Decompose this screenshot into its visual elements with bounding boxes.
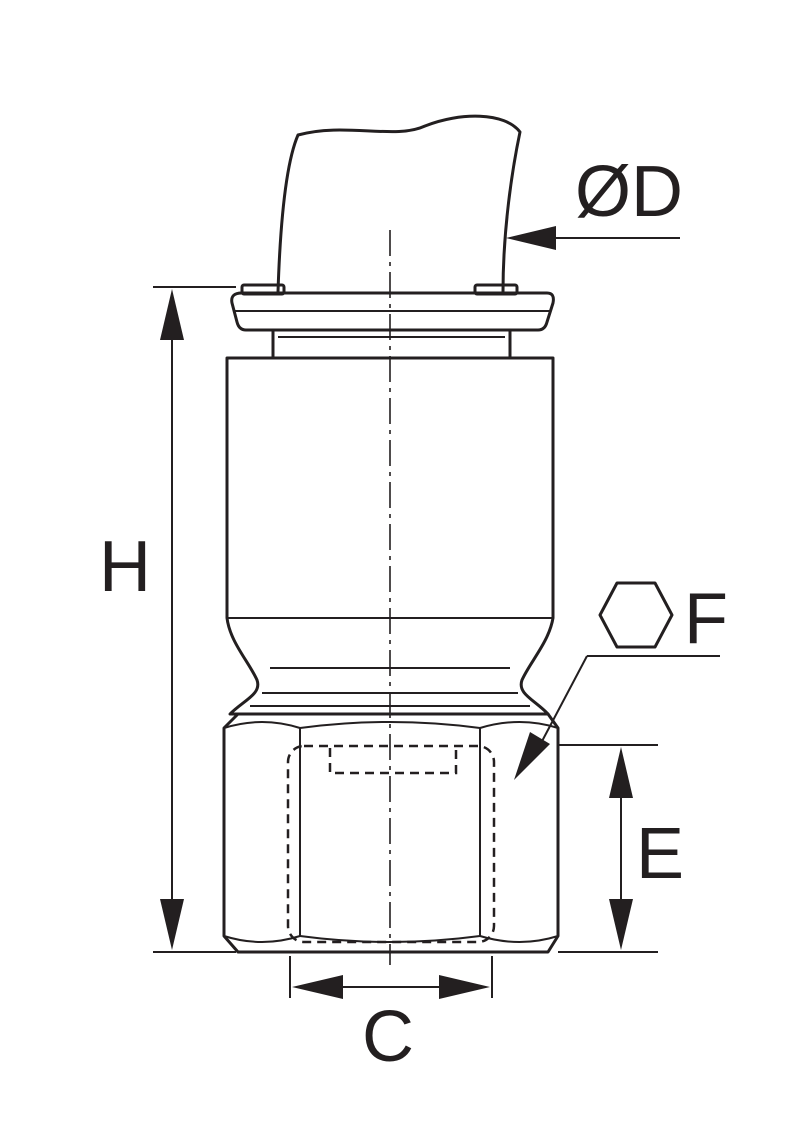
collet-head <box>230 283 555 332</box>
label-height: H <box>99 527 151 607</box>
internal-thread-hidden <box>286 744 496 944</box>
collet-neck <box>271 328 512 360</box>
dimension-diameter <box>506 226 680 250</box>
label-thread: C <box>362 997 414 1077</box>
label-diameter: ØD <box>575 152 683 232</box>
label-hex: F <box>684 579 728 659</box>
label-thread-depth: E <box>636 814 684 894</box>
dimension-thread <box>289 956 493 999</box>
tube <box>276 114 522 294</box>
hex-nut <box>222 712 560 954</box>
dimension-height <box>153 286 236 953</box>
hexagon-icon <box>598 581 674 649</box>
leader-hex <box>514 655 720 780</box>
dimension-thread-depth <box>558 744 658 953</box>
